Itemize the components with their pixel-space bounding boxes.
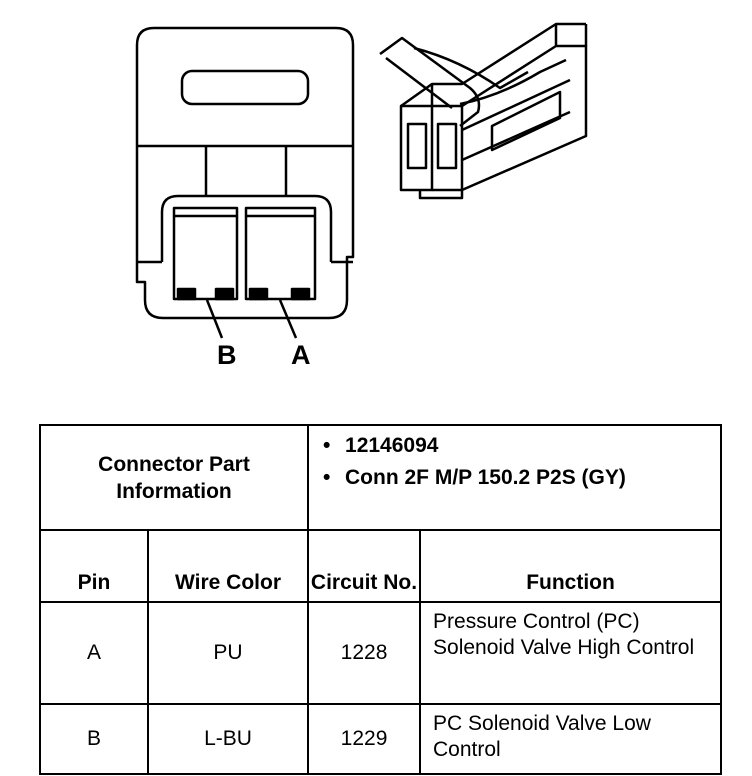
leader-b [205, 299, 224, 339]
header-title: Connector Part Information [98, 452, 250, 503]
part-number: 12146094 [323, 434, 720, 458]
connector-isometric-view [379, 22, 588, 200]
column-header-wire-color: Wire Color [146, 529, 310, 603]
leader-a [278, 299, 298, 339]
wire-color-cell: PU [146, 601, 310, 705]
column-header-function: Function [419, 529, 723, 603]
function-cell: PC Solenoid Valve Low Control [419, 703, 723, 775]
function-cell: Pressure Control (PC) Solenoid Valve Hig… [419, 601, 723, 705]
column-header-pin: Pin [39, 529, 149, 603]
connector-info-table: Connector Part Information 12146094 Conn… [38, 424, 723, 775]
cavity-a [244, 206, 317, 301]
wire-color-cell: L-BU [146, 703, 310, 775]
cavity-b [172, 206, 239, 301]
connector-part-info-header: Connector Part Information [38, 424, 310, 531]
circuit-cell: 1228 [307, 601, 422, 705]
table-row: B L-BU 1229 PC Solenoid Valve Low Contro… [39, 703, 723, 775]
connector-diagram [135, 22, 588, 339]
pin-label-b: B [217, 340, 237, 370]
pin-label-a: A [291, 340, 311, 370]
pin-cell: B [39, 703, 149, 775]
column-header-circuit: Circuit No. [307, 529, 422, 603]
connector-description: Conn 2F M/P 150.2 P2S (GY) [323, 466, 720, 490]
circuit-cell: 1229 [307, 703, 422, 775]
connector-face-body [135, 26, 355, 320]
pin-cell: A [39, 601, 149, 705]
latch-slot [180, 69, 310, 106]
part-info-cell: 12146094 Conn 2F M/P 150.2 P2S (GY) [307, 424, 723, 531]
part-info-list: 12146094 Conn 2F M/P 150.2 P2S (GY) [323, 434, 720, 490]
table-row: A PU 1228 Pressure Control (PC) Solenoid… [39, 601, 723, 705]
